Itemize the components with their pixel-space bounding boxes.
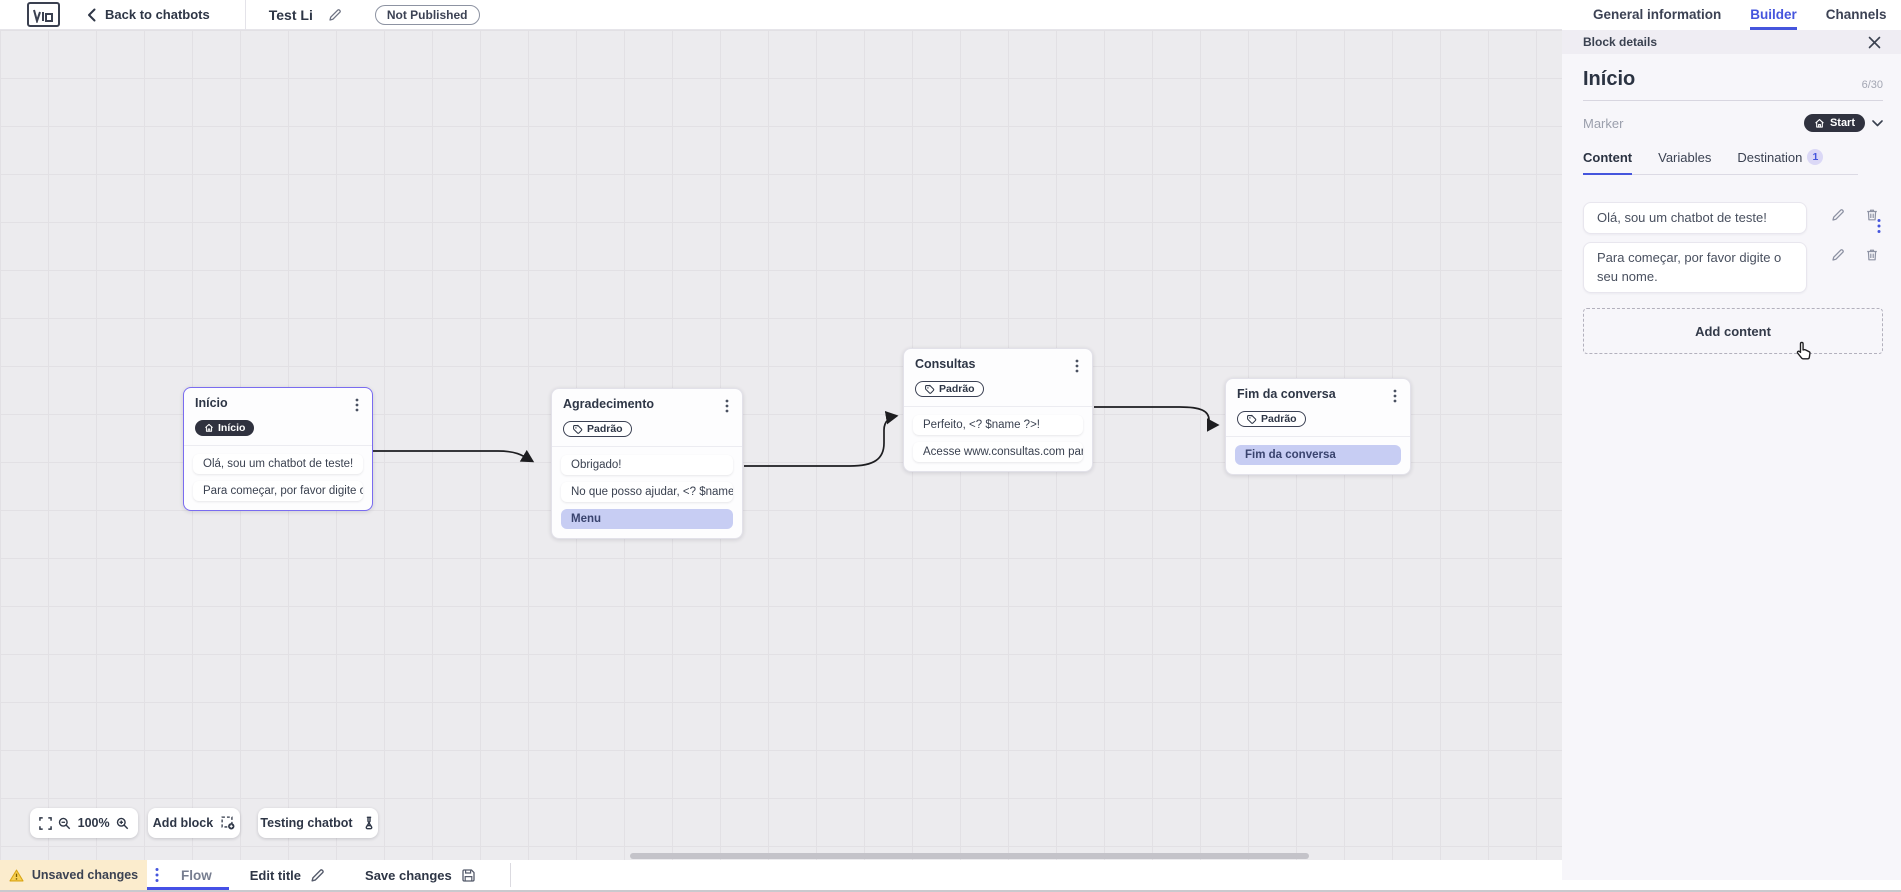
delete-content-icon[interactable] (1865, 208, 1879, 222)
block-details-panel: Block details Início 6/30 Marker Start C… (1562, 30, 1901, 880)
zoom-in-icon[interactable] (116, 817, 129, 830)
block-name-input[interactable]: Início 6/30 (1583, 68, 1883, 101)
tab-channels[interactable]: Channels (1825, 7, 1887, 22)
tab-variables[interactable]: Variables (1658, 149, 1712, 165)
bottom-bar: Unsaved changes Flow Edit title Save cha… (0, 860, 1562, 890)
block-name-value: Início (1583, 68, 1636, 90)
tab-builder[interactable]: Builder (1750, 0, 1797, 30)
tag-icon (1247, 414, 1257, 424)
unsaved-changes-indicator: Unsaved changes (0, 860, 147, 890)
status-badge: Not Published (374, 4, 480, 25)
chevron-left-icon (88, 8, 96, 21)
chevron-down-icon[interactable] (1872, 119, 1883, 127)
block-message-card[interactable]: No que posso ajudar, <? $name ... (561, 482, 733, 502)
block-message-card[interactable]: Acesse www.consultas.com par... (913, 442, 1083, 462)
destination-count-badge: 1 (1807, 149, 1824, 165)
padrao-badge: Padrão (1237, 411, 1306, 427)
flask-icon (362, 816, 376, 830)
padrao-badge: Padrão (915, 381, 984, 397)
builder-nav-tabs: General information Builder Channels (1562, 0, 1901, 30)
back-label: Back to chatbots (105, 7, 210, 22)
zoom-out-icon[interactable] (58, 817, 71, 830)
edit-bot-title-icon[interactable] (328, 8, 342, 22)
block-menu-icon[interactable] (1073, 357, 1081, 375)
bot-title: Test Li (268, 6, 313, 23)
panel-menu-icon[interactable] (1877, 218, 1881, 234)
block-title: Consultas (915, 357, 976, 371)
block-menu-icon[interactable] (723, 397, 731, 415)
block-menu-icon[interactable] (353, 396, 361, 414)
block-message-card[interactable]: Obrigado! (561, 455, 733, 475)
flow-menu-icon[interactable] (155, 867, 159, 883)
bottombar-divider (509, 863, 511, 887)
zoom-level: 100% (77, 816, 110, 830)
delete-content-icon[interactable] (1865, 248, 1879, 262)
marker-start-pill[interactable]: Start (1803, 114, 1865, 132)
flow-block-consultas[interactable]: Consultas Padrão Perfeito, <? $name ?>! … (903, 348, 1093, 472)
block-message-card[interactable]: Perfeito, <? $name ?>! (913, 415, 1083, 435)
char-counter: 6/30 (1861, 79, 1883, 91)
flow-canvas[interactable]: Início Início Olá, sou um chatbot de tes… (0, 30, 1562, 860)
home-icon (205, 423, 213, 432)
tab-destination[interactable]: Destination 1 (1737, 149, 1824, 165)
add-content-button[interactable]: Add content (1583, 308, 1883, 355)
block-menu-card[interactable]: Menu (561, 509, 733, 529)
tab-flow[interactable]: Flow (181, 867, 212, 883)
topbar-divider (244, 0, 246, 30)
content-item-row: Olá, sou um chatbot de teste! (1583, 202, 1883, 235)
edit-content-icon[interactable] (1831, 248, 1845, 262)
save-changes-button[interactable]: Save changes (365, 868, 476, 883)
flow-block-inicio[interactable]: Início Início Olá, sou um chatbot de tes… (183, 387, 373, 511)
back-to-chatbots-button[interactable]: Back to chatbots (87, 7, 210, 22)
flow-block-fim-da-conversa[interactable]: Fim da conversa Padrão Fim da conversa (1225, 378, 1411, 475)
block-message-card[interactable]: Para começar, por favor digite o ... (193, 481, 363, 501)
content-item-row: Para começar, por favor digite o seu nom… (1583, 242, 1883, 294)
add-block-icon (221, 816, 235, 830)
home-icon (1815, 118, 1824, 128)
content-text-card[interactable]: Olá, sou um chatbot de teste! (1583, 202, 1807, 235)
save-icon (461, 868, 476, 883)
top-bar: Back to chatbots Test Li Not Published G… (0, 0, 1901, 30)
tab-content[interactable]: Content (1583, 149, 1633, 175)
panel-title: Block details (1583, 35, 1658, 49)
testing-chatbot-button[interactable]: Testing chatbot (258, 808, 378, 838)
block-title: Fim da conversa (1237, 387, 1336, 401)
zoom-controls: 100% (30, 808, 138, 838)
tag-icon (573, 424, 583, 434)
flow-block-agradecimento[interactable]: Agradecimento Padrão Obrigado! No que po… (551, 388, 743, 539)
padrao-badge: Padrão (563, 421, 632, 437)
block-message-card[interactable]: Olá, sou um chatbot de teste! (193, 454, 363, 474)
fullscreen-icon[interactable] (39, 816, 52, 830)
logo-glyph (33, 9, 53, 23)
tag-icon (925, 384, 935, 394)
pencil-icon (310, 868, 325, 883)
add-block-button[interactable]: Add block (148, 808, 240, 838)
app-logo[interactable] (27, 2, 60, 27)
start-marker-badge: Início (195, 420, 255, 436)
edit-title-button[interactable]: Edit title (250, 868, 325, 883)
bottom-edge-line (0, 890, 1901, 892)
block-title: Início (195, 396, 228, 410)
block-menu-icon[interactable] (1391, 387, 1399, 405)
block-end-card[interactable]: Fim da conversa (1235, 445, 1401, 465)
content-text-card[interactable]: Para começar, por favor digite o seu nom… (1583, 242, 1807, 294)
horizontal-scrollbar[interactable] (630, 853, 1309, 859)
flow-tab-underline (147, 887, 229, 890)
marker-label: Marker (1583, 115, 1624, 131)
tab-general-information[interactable]: General information (1593, 7, 1722, 22)
close-icon[interactable] (1868, 36, 1881, 49)
edit-content-icon[interactable] (1831, 208, 1845, 222)
block-title: Agradecimento (563, 397, 654, 411)
panel-tabs: Content Variables Destination 1 (1583, 149, 1858, 175)
warning-icon (9, 869, 24, 881)
